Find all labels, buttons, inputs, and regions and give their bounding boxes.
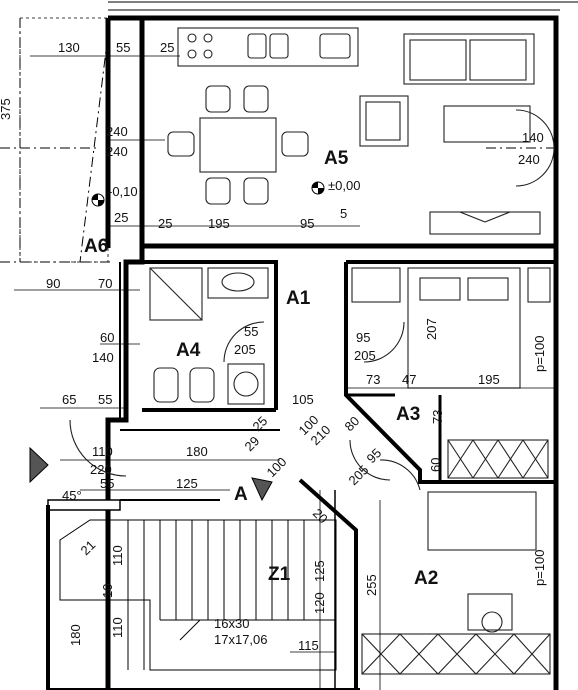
dim-label: 73 — [430, 410, 445, 424]
dim-label: 10 — [100, 584, 115, 598]
level-label-terrace: -0,10 — [108, 184, 138, 199]
dining-table — [167, 85, 309, 205]
room-label-a: A — [234, 484, 248, 505]
dim-label: 25 — [158, 216, 172, 231]
dim-label: 110 — [110, 545, 125, 566]
living-furniture — [359, 33, 541, 235]
dim-label: 375 — [0, 98, 13, 120]
dim-label: p=100 — [532, 335, 547, 372]
entrance-arrow-icon — [29, 446, 273, 502]
dim-label: 195 — [478, 372, 500, 387]
dim-label: 21 — [78, 537, 99, 558]
dim-label: 140 — [92, 350, 114, 365]
dim-label: 100 — [264, 454, 290, 480]
dim-label: 45° — [62, 488, 82, 503]
dim-label: 95 — [300, 216, 314, 231]
room-label-a5: A5 — [324, 148, 349, 169]
stair-label-treads: 16x30 — [214, 616, 249, 631]
dim-label: 180 — [186, 444, 208, 459]
dim-label: 55 — [98, 392, 112, 407]
room-label-a2: A2 — [414, 568, 438, 589]
dim-label: 29 — [242, 433, 263, 454]
level-label-kitchen: ±0,00 — [328, 178, 360, 193]
dim-label: 20 — [310, 506, 331, 527]
dim-label: 115 — [298, 638, 319, 653]
dim-label: 205 — [354, 348, 376, 363]
room-label-z1: Z1 — [268, 564, 291, 585]
dim-label: 180 — [68, 624, 83, 646]
outer-walls — [46, 15, 559, 690]
dim-label: 240 — [106, 144, 128, 159]
dim-label: 110 — [92, 444, 113, 459]
balcony-outline — [19, 17, 109, 263]
dim-label: 5 — [340, 206, 347, 221]
dim-label: 120 — [312, 592, 327, 614]
room-label-a3: A3 — [396, 404, 420, 425]
dim-label: 240 — [518, 152, 540, 167]
dim-label: 130 — [58, 40, 80, 55]
dim-label: 195 — [208, 216, 230, 231]
dim-label: 240 — [106, 124, 128, 139]
dimension-lines — [14, 55, 556, 690]
dim-label: 55 — [100, 476, 114, 491]
dim-label: 220 — [90, 462, 112, 477]
staircase — [59, 519, 337, 671]
room-label-a6: A6 — [84, 236, 108, 257]
top-hatch — [108, 1, 578, 11]
dim-label: 25 — [160, 40, 174, 55]
door-swings — [69, 109, 555, 491]
room-label-a1: A1 — [286, 288, 311, 309]
dim-label: 110 — [110, 617, 125, 638]
dim-label: 105 — [292, 392, 314, 407]
dim-label: 90 — [46, 276, 60, 291]
dimension-labels: 130 55 25 240 240 140 240 25 25 195 95 5… — [0, 40, 547, 653]
dim-label: 70 — [98, 276, 112, 291]
dim-label: 207 — [424, 318, 439, 340]
dim-label: 60 — [428, 458, 443, 472]
dim-label: p=100 — [532, 549, 547, 586]
dim-label: 60 — [100, 330, 114, 345]
kitchen-counter — [177, 27, 359, 67]
dim-label: 205 — [234, 342, 256, 357]
dim-label: 125 — [176, 476, 198, 491]
level-marker-icon — [91, 181, 325, 207]
dim-label: 95 — [356, 330, 370, 345]
bedroom-a3-furniture — [351, 267, 551, 479]
dim-label: 140 — [522, 130, 544, 145]
interior-walls — [120, 243, 556, 690]
dim-label: 47 — [402, 372, 416, 387]
bathroom-fixtures — [149, 267, 269, 405]
dim-label: 55 — [116, 40, 130, 55]
bedroom-a2-furniture — [361, 491, 551, 675]
stair-label-risers: 17x17,06 — [214, 632, 268, 647]
dim-label: 73 — [366, 372, 380, 387]
room-label-a4: A4 — [176, 340, 201, 361]
dim-label: 25 — [114, 210, 128, 225]
dim-label: 95 — [364, 445, 385, 466]
dim-label: 255 — [364, 574, 379, 596]
dim-label: 65 — [62, 392, 76, 407]
dim-label: 55 — [244, 324, 258, 339]
dim-label: 80 — [342, 413, 363, 434]
dim-label: 125 — [312, 560, 327, 582]
dim-label: 205 — [346, 462, 372, 488]
